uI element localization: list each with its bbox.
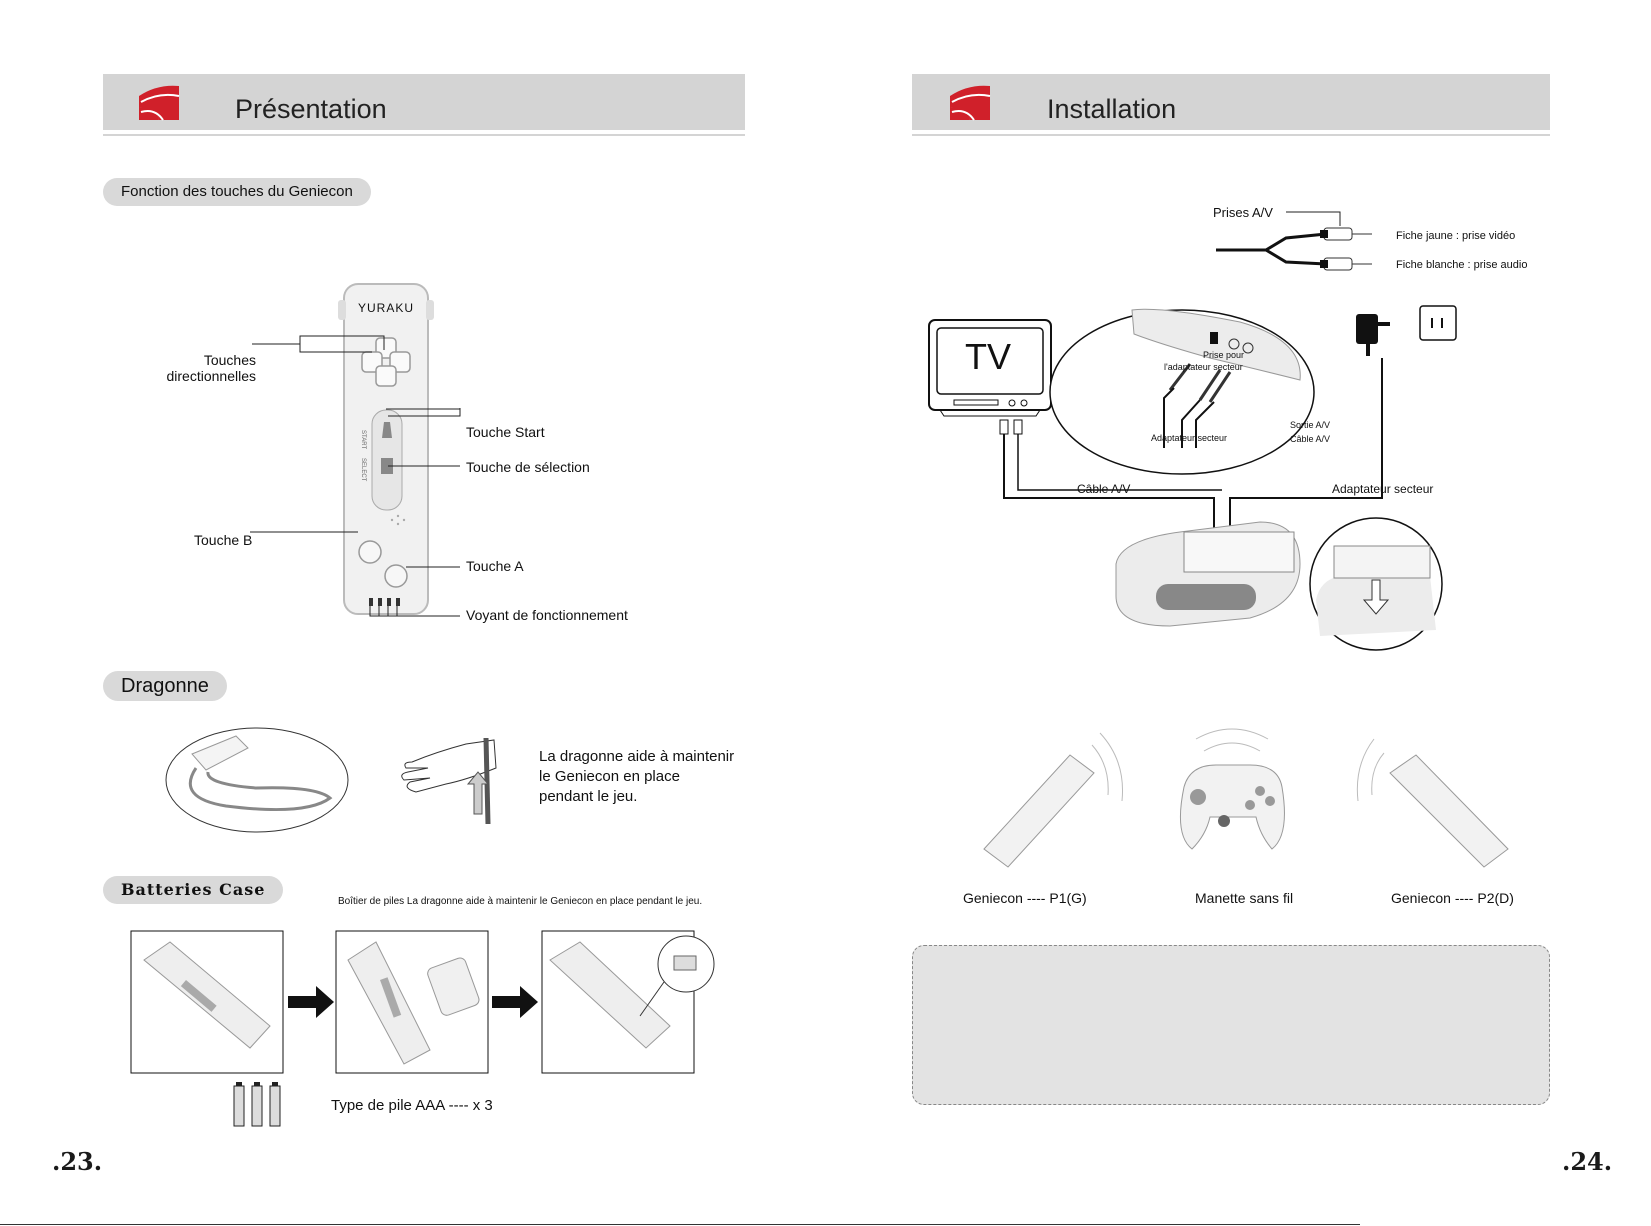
- adapter-port-label-1: Prise pour: [1203, 350, 1245, 360]
- select-small-label: SELECT: [360, 458, 366, 482]
- section-strap-title: Dragonne: [103, 671, 227, 701]
- strap-text-2: le Geniecon en place: [539, 768, 680, 785]
- brand-yuraku: YURAKU: [358, 301, 415, 315]
- label-led: Voyant de fonctionnement: [466, 607, 628, 623]
- tv-label: TV: [965, 336, 1012, 377]
- start-small-label: START: [360, 430, 366, 449]
- av-plugs-diagram: [1216, 211, 1372, 271]
- label-b: Touche B: [194, 532, 253, 548]
- battery-type: Type de pile AAA ---- x 3: [331, 1097, 493, 1114]
- white-plug-label: Fiche blanche : prise audio: [1396, 259, 1528, 271]
- right-header-bar: Installation: [912, 74, 1550, 136]
- label-a: Touche A: [466, 558, 524, 574]
- controller-wireless: Manette sans fil: [1195, 890, 1294, 906]
- adapter-port-label-2: l'adaptateur secteur: [1164, 362, 1243, 372]
- av-out-label-2: Câble A/V: [1290, 434, 1331, 444]
- av-cable-label: Câble A/V: [1077, 482, 1131, 496]
- page-number-left: .23.: [52, 1147, 103, 1176]
- brand-logo-icon: [950, 85, 991, 121]
- battery-steps: [130, 930, 715, 1127]
- av-out-label-1: Sortie A/V: [1290, 420, 1331, 430]
- adapter-main-label: Adaptateur secteur: [1332, 482, 1434, 496]
- note-box: [912, 945, 1550, 1105]
- controller-p1: Geniecon ---- P1(G): [963, 890, 1087, 906]
- page-number-right: .24.: [1562, 1147, 1613, 1176]
- bottom-rule: [0, 1224, 1360, 1225]
- label-start: Touche Start: [466, 424, 545, 440]
- strap-text-3: pendant le jeu.: [539, 788, 638, 805]
- strap-illustration: [165, 727, 497, 833]
- label-select: Touche de sélection: [466, 459, 590, 475]
- strap-text-1: La dragonne aide à maintenir: [539, 748, 735, 765]
- page-title-presentation: Présentation: [235, 94, 387, 124]
- batteries-caption: Boîtier de piles La dragonne aide à main…: [338, 896, 703, 907]
- left-header-bar: Présentation: [103, 74, 745, 136]
- controller-p2: Geniecon ---- P2(D): [1391, 890, 1514, 906]
- page-title-installation: Installation: [1047, 94, 1177, 124]
- yellow-plug-label: Fiche jaune : prise vidéo: [1396, 230, 1516, 242]
- av-jacks-label: Prises A/V: [1213, 205, 1273, 220]
- label-dpad: Touches directionnelles: [166, 352, 257, 384]
- installation-diagram: [928, 305, 1457, 651]
- controllers-illustration: [983, 728, 1509, 868]
- section-buttons-title: Fonction des touches du Geniecon: [103, 178, 371, 206]
- section-batteries-title: Batteries Case: [103, 876, 284, 904]
- adapter-inner-label: Adaptateur secteur: [1151, 433, 1228, 443]
- geniecon-diagram: START SELECT: [250, 283, 461, 617]
- brand-logo-icon: [139, 85, 180, 121]
